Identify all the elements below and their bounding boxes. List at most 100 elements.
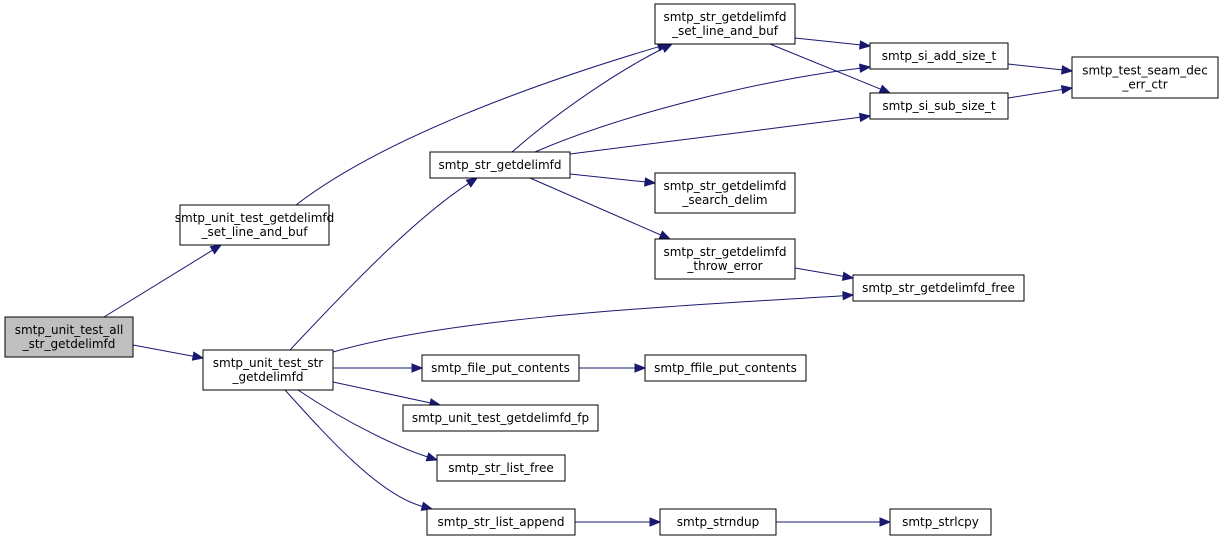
edge-smtp-unit-test-all-str-getdelimfd-to-smtp-unit-test-getdelimfd-set-line-and-buf (103, 244, 223, 318)
node-label: smtp_str_getdelimfd (438, 158, 561, 172)
edge-line (284, 389, 423, 507)
edge-smtp-str-getdelimfd-to-smtp-str-getdelimfd-throw-error (529, 177, 672, 240)
node-box (402, 404, 599, 432)
arrowhead (191, 351, 205, 361)
edge-line (103, 249, 213, 318)
arrowhead (1060, 84, 1074, 95)
node-box (202, 349, 334, 391)
node-smtp-si-sub-size-t[interactable]: smtp_si_sub_size_t (869, 92, 1009, 120)
node-label: _getdelimfd (232, 370, 304, 384)
node-label: smtp_str_getdelimfd (663, 10, 786, 24)
node-smtp-unit-test-getdelimfd-set-line-and-buf[interactable]: smtp_unit_test_getdelimfd_set_line_and_b… (175, 204, 334, 246)
node-box (852, 274, 1025, 302)
node-box (4, 316, 134, 358)
node-smtp-strndup[interactable]: smtp_strndup (659, 508, 777, 536)
arrowhead (879, 517, 892, 527)
node-smtp-file-put-contents[interactable]: smtp_file_put_contents (421, 354, 580, 382)
node-smtp-unit-test-all-str-getdelimfd[interactable]: smtp_unit_test_all_str_getdelimfd (4, 316, 134, 358)
node-label: _throw_error (686, 259, 762, 273)
node-smtp-str-list-append[interactable]: smtp_str_list_append (426, 508, 576, 536)
edge-line (769, 43, 881, 90)
arrowhead (878, 84, 892, 94)
node-label: smtp_str_list_free (448, 461, 553, 475)
node-box (869, 92, 1009, 120)
node-label: _err_ctr (1121, 78, 1167, 92)
arrowhead (209, 244, 223, 255)
edge-smtp-str-getdelimfd-throw-error-to-smtp-str-getdelimfd-free (794, 267, 855, 281)
node-label: smtp_ffile_put_contents (654, 361, 797, 375)
edge-smtp-unit-test-str-getdelimfd-to-smtp-file-put-contents (333, 363, 424, 373)
edge-line (569, 173, 646, 183)
edge-line (332, 381, 431, 404)
arrowhead (649, 517, 662, 527)
edge-line (511, 48, 664, 153)
arrowhead (425, 452, 439, 462)
edge-smtp-unit-test-str-getdelimfd-to-smtp-str-getdelimfd-free (332, 290, 855, 353)
edge-line (794, 37, 861, 46)
arrowhead (859, 63, 872, 73)
arrowhead (1061, 65, 1074, 75)
node-label: smtp_unit_test_getdelimfd_fp (412, 411, 589, 425)
node-smtp-si-add-size-t[interactable]: smtp_si_add_size_t (869, 42, 1009, 70)
node-label: _set_line_and_buf (200, 225, 308, 239)
node-box (644, 354, 807, 382)
arrowhead (644, 177, 657, 187)
node-smtp-strlcpy[interactable]: smtp_strlcpy (889, 508, 992, 536)
node-label: smtp_str_getdelimfd_free (862, 281, 1015, 295)
edges-layer (103, 37, 1074, 527)
node-box (654, 172, 796, 214)
edge-smtp-strndup-to-smtp-strlcpy (776, 517, 892, 527)
node-label: smtp_strlcpy (902, 515, 979, 529)
edge-line (297, 389, 428, 458)
node-box (659, 508, 777, 536)
node-smtp-str-getdelimfd-throw-error[interactable]: smtp_str_getdelimfd_throw_error (654, 238, 796, 280)
node-smtp-unit-test-getdelimfd-fp[interactable]: smtp_unit_test_getdelimfd_fp (402, 404, 599, 432)
node-label: _search_delim (681, 193, 767, 207)
edge-line (1007, 63, 1063, 71)
arrowhead (465, 177, 479, 188)
edge-smtp-file-put-contents-to-smtp-ffile-put-contents (579, 363, 647, 373)
edge-line (295, 46, 659, 206)
edge-smtp-str-getdelimfd-to-smtp-si-sub-size-t (569, 112, 872, 155)
node-box (421, 354, 580, 382)
edge-line (529, 177, 661, 236)
edge-smtp-unit-test-str-getdelimfd-to-smtp-str-list-free (297, 389, 439, 462)
node-smtp-str-list-free[interactable]: smtp_str_list_free (436, 454, 566, 482)
edge-smtp-str-getdelimfd-to-smtp-si-add-size-t (534, 63, 872, 153)
node-label: _set_line_and_buf (671, 24, 779, 38)
node-label: smtp_unit_test_getdelimfd (175, 211, 334, 225)
node-box (889, 508, 992, 536)
node-label: smtp_str_getdelimfd (663, 179, 786, 193)
node-smtp-str-getdelimfd-search-delim[interactable]: smtp_str_getdelimfd_search_delim (654, 172, 796, 214)
node-label: smtp_str_list_append (438, 515, 565, 529)
arrowhead (841, 271, 855, 281)
arrowhead (660, 43, 674, 53)
node-box (429, 151, 571, 179)
node-smtp-ffile-put-contents[interactable]: smtp_ffile_put_contents (644, 354, 807, 382)
node-label: _str_getdelimfd (22, 337, 116, 351)
arrowhead (411, 363, 424, 373)
edge-line (794, 267, 844, 277)
node-smtp-test-seam-dec-err-ctr[interactable]: smtp_test_seam_dec_err_ctr (1071, 56, 1219, 99)
node-smtp-unit-test-str-getdelimfd[interactable]: smtp_unit_test_str_getdelimfd (202, 349, 334, 391)
arrowhead (658, 230, 672, 240)
edge-smtp-unit-test-getdelimfd-set-line-and-buf-to-smtp-str-getdelimfd-set-line-and-buf (295, 42, 670, 206)
edge-smtp-str-list-append-to-smtp-strndup (575, 517, 662, 527)
node-box (654, 3, 796, 45)
node-smtp-str-getdelimfd-set-line-and-buf[interactable]: smtp_str_getdelimfd_set_line_and_buf (654, 3, 796, 45)
node-smtp-str-getdelimfd[interactable]: smtp_str_getdelimfd (429, 151, 571, 179)
edge-smtp-unit-test-str-getdelimfd-to-smtp-unit-test-getdelimfd-fp (332, 381, 442, 408)
node-smtp-str-getdelimfd-free[interactable]: smtp_str_getdelimfd_free (852, 274, 1025, 302)
node-label: smtp_file_put_contents (431, 361, 570, 375)
edge-line (569, 116, 861, 155)
edge-line (332, 295, 844, 353)
edge-smtp-unit-test-all-str-getdelimfd-to-smtp-unit-test-str-getdelimfd (132, 344, 205, 361)
node-label: smtp_str_getdelimfd (663, 245, 786, 259)
node-label: smtp_unit_test_all (15, 323, 124, 337)
nodes-layer: smtp_unit_test_all_str_getdelimfdsmtp_un… (4, 3, 1219, 536)
node-label: smtp_si_sub_size_t (882, 99, 996, 113)
arrowhead (634, 363, 647, 373)
edge-smtp-si-sub-size-t-to-smtp-test-seam-dec-err-ctr (1007, 84, 1074, 99)
edge-line (1007, 89, 1063, 99)
